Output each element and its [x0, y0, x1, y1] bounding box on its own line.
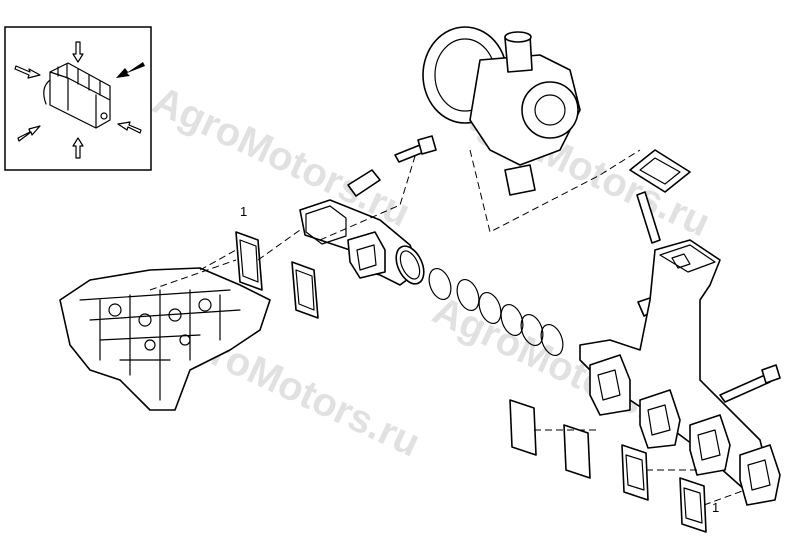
sealing-rings [428, 267, 564, 357]
gasket-left [149, 231, 319, 319]
callout-label-left: 1 [240, 204, 248, 219]
gasket-right [509, 399, 746, 533]
manifold-rear [579, 239, 781, 506]
callout-label-right: 1 [712, 500, 720, 515]
manifold-front [257, 139, 425, 286]
cylinder-head [59, 267, 271, 411]
engine-orientation-inset [4, 26, 152, 171]
sleeve-and-bolt [347, 135, 437, 197]
turbocharger [422, 26, 641, 233]
svg-text:AgroMotors.ru: AgroMotors.ru [146, 78, 416, 235]
